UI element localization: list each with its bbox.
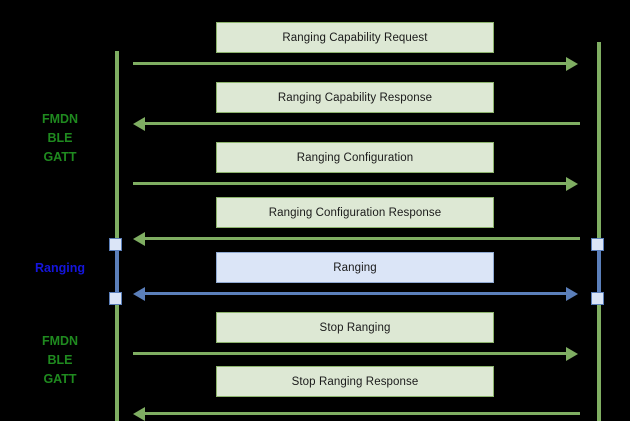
right-lifeline-upper-segment bbox=[597, 42, 601, 241]
message-arrow-head-left-ranging-capability-response bbox=[133, 116, 145, 131]
message-label: Ranging Capability Response bbox=[277, 91, 433, 104]
message-arrow-line-stop-ranging bbox=[133, 352, 568, 355]
phase-label-line: BLE bbox=[47, 131, 73, 145]
phase-label-fmdn-ble-gatt-top: FMDN BLE GATT bbox=[20, 110, 100, 167]
message-label: Stop Ranging Response bbox=[291, 375, 419, 388]
message-arrow-head-right-ranging-capability-request bbox=[566, 56, 578, 71]
message-label: Ranging Capability Request bbox=[282, 31, 428, 44]
activation-node-left-top bbox=[109, 238, 122, 251]
message-arrow-head-left-stop-ranging-response bbox=[133, 406, 145, 421]
left-lifeline-lower-segment bbox=[115, 303, 119, 421]
activation-node-right-top bbox=[591, 238, 604, 251]
phase-label-line: FMDN bbox=[41, 112, 79, 126]
message-label: Ranging Configuration bbox=[296, 151, 414, 164]
right-lifeline-ranging-segment bbox=[597, 241, 601, 303]
phase-label-line: Ranging bbox=[35, 261, 85, 275]
phase-label-line: FMDN bbox=[41, 334, 79, 348]
message-arrow-line-ranging-capability-request bbox=[133, 62, 568, 65]
message-label: Ranging Configuration Response bbox=[268, 206, 442, 219]
phase-label-ranging: Ranging bbox=[20, 259, 100, 278]
right-lifeline-lower-segment bbox=[597, 303, 601, 421]
phase-label-line: BLE bbox=[47, 353, 73, 367]
message-arrow-line-stop-ranging-response bbox=[145, 412, 580, 415]
message-label: Stop Ranging bbox=[319, 321, 391, 334]
message-box-stop-ranging-response[interactable]: Stop Ranging Response bbox=[216, 366, 494, 397]
message-arrow-line-ranging-configuration-response bbox=[145, 237, 580, 240]
message-box-ranging[interactable]: Ranging bbox=[216, 252, 494, 283]
message-arrow-line-ranging-capability-response bbox=[145, 122, 580, 125]
message-arrow-head-right-stop-ranging bbox=[566, 346, 578, 361]
message-box-ranging-capability-response[interactable]: Ranging Capability Response bbox=[216, 82, 494, 113]
message-box-ranging-capability-request[interactable]: Ranging Capability Request bbox=[216, 22, 494, 53]
message-box-ranging-configuration-response[interactable]: Ranging Configuration Response bbox=[216, 197, 494, 228]
message-arrow-head-left-ranging-configuration-response bbox=[133, 231, 145, 246]
message-box-ranging-configuration[interactable]: Ranging Configuration bbox=[216, 142, 494, 173]
message-arrow-line-ranging-configuration bbox=[133, 182, 568, 185]
left-lifeline-upper-segment bbox=[115, 51, 119, 241]
left-lifeline-ranging-segment bbox=[115, 241, 119, 303]
phase-label-fmdn-ble-gatt-bottom: FMDN BLE GATT bbox=[20, 332, 100, 389]
phase-label-line: GATT bbox=[43, 372, 77, 386]
phase-label-line: GATT bbox=[43, 150, 77, 164]
message-box-stop-ranging[interactable]: Stop Ranging bbox=[216, 312, 494, 343]
message-arrow-head-right-ranging-configuration bbox=[566, 176, 578, 191]
activation-node-right-bottom bbox=[591, 292, 604, 305]
message-arrow-head-left-ranging bbox=[133, 286, 145, 301]
activation-node-left-bottom bbox=[109, 292, 122, 305]
message-label: Ranging bbox=[333, 261, 377, 274]
message-arrow-line-ranging bbox=[145, 292, 568, 295]
message-arrow-head-right-ranging bbox=[566, 286, 578, 301]
